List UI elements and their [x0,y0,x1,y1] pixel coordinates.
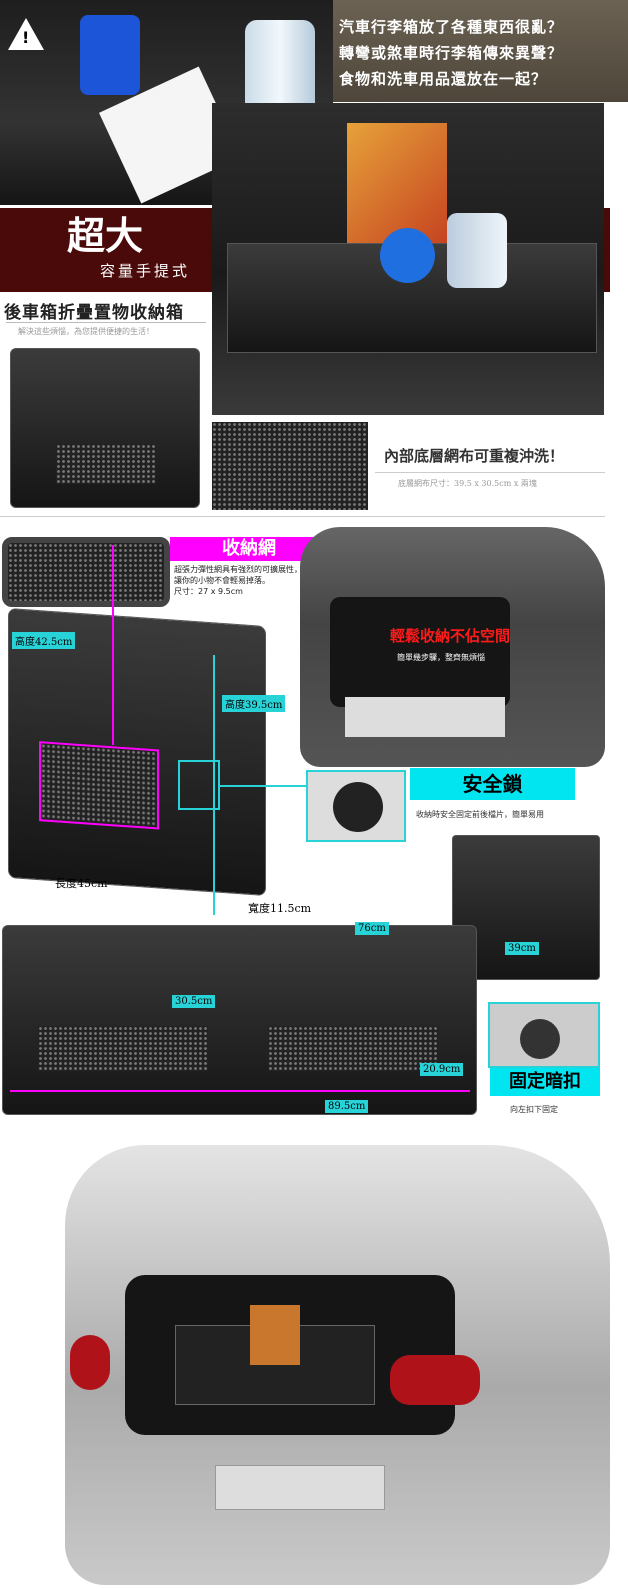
divider [0,516,605,517]
height-39-5: 高度39.5cm [222,695,286,712]
grill-box [250,1305,300,1365]
bottle [447,213,507,288]
bottom-net [268,1026,438,1071]
mesh-wash-spec: 底層網布尺寸：39.5 x 30.5cm x 兩塊 [398,479,537,488]
net-desc: 超張力彈性網具有強烈的可擴展性， 讓你的小物不會輕易掉落。 尺寸：27 x 9.… [174,564,302,597]
latch-desc: 向左扣下固定 [510,1105,558,1114]
banner-big: 超大 [66,214,143,258]
intro-line: 汽車行李箱放了各種東西很亂？ [339,18,564,36]
open-box-photo [212,103,604,415]
car-callout-title: 輕鬆收納不佔空間 [390,627,511,645]
lock-knob [333,782,383,832]
length-89-5: 89.5cm [325,1100,369,1113]
side-net [39,741,159,830]
folded-box-diagram [8,607,266,897]
lock-desc: 收納時安全固定前後檔片，簡單易用 [416,810,544,819]
net-desc-2: 讓你的小物不會輕易掉落。 [174,576,270,585]
net-desc-1: 超張力彈性網具有強烈的可擴展性， [174,565,302,574]
depth-39: 39cm [505,942,539,955]
product-subtitle: 解決這些煩惱，為您提供便捷的生活！ [18,327,154,336]
warning-icon [8,18,44,50]
intro-line: 轉彎或煞車時行李箱傳來異聲？ [339,44,564,62]
blue-pitcher [380,228,435,283]
tail-light [70,1335,110,1390]
lock-label: 安全鎖 [410,768,575,800]
license-plate [215,1465,385,1510]
width-11-5: 寬度11.5cm [248,902,312,915]
height-42-5: 高度42.5cm [12,632,76,649]
bottom-net [38,1026,208,1071]
sedan-car-photo [65,1145,610,1585]
trunk-clutter-photo: ! [0,0,333,205]
depth-30-5: 30.5cm [172,995,216,1008]
car-callout-sub: 簡單幾步驟，整齊無煩惱 [397,653,485,662]
folded-box-photo [10,348,200,508]
side-net [56,444,156,484]
open-box-large [2,925,477,1115]
latch-closeup [488,1002,600,1068]
lock-closeup [306,770,406,842]
mesh-wash-title: 內部底層網布可重複沖洗！ [384,447,565,465]
net-size: 尺寸：27 x 9.5cm [174,587,243,596]
banner-sub: 容量手提式 [99,262,190,280]
mesh-fabric-photo [212,422,368,510]
product-title: 後車箱折疊置物收納箱 [4,303,184,323]
intro-box: 汽車行李箱放了各種東西很亂？ 轉彎或煞車時行李箱傳來異聲？ 食物和洗車用品還放在… [333,0,628,102]
width-76: 76cm [355,922,389,935]
length-45: 長度45cm [55,877,108,890]
latch-label: 固定暗扣 [490,1068,600,1096]
hatchback-car-photo [300,527,605,767]
car-callout: 輕鬆收納不佔空間 簡單幾步驟，整齊無煩惱 [355,625,535,663]
net-label: 收納網 [170,537,328,561]
tail-light [390,1355,480,1405]
intro-line: 食物和洗車用品還放在一起？ [339,70,548,88]
banner: 超大 容量手提式 [0,208,210,292]
blue-pitcher [80,15,140,95]
net-closeup [2,537,170,607]
height-20-9: 20.9cm [420,1063,464,1076]
